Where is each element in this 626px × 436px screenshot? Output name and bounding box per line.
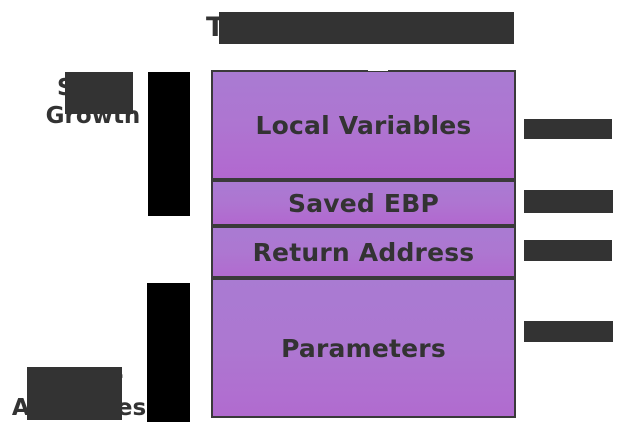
stack-frame: Local Variables Saved EBP Return Address… [211, 70, 516, 418]
title-redaction-bar [219, 12, 514, 44]
stack-block-saved-ebp[interactable]: Saved EBP [211, 180, 516, 226]
higher-addresses-arrow-redaction [147, 283, 190, 422]
stack-block-label: Return Address [252, 237, 475, 267]
stack-growth-arrow-redaction [148, 72, 190, 216]
stack-block-return-address[interactable]: Return Address [211, 226, 516, 278]
stack-block-label: Saved EBP [288, 188, 439, 218]
stack-growth-redaction-bar [65, 72, 133, 114]
frame-top-notch [368, 68, 388, 71]
stack-block-parameters[interactable]: Parameters [211, 278, 516, 418]
stack-block-local-variables[interactable]: Local Variables [211, 70, 516, 180]
right-note-4-redaction-bar [524, 321, 613, 342]
stack-block-label: Local Variables [255, 110, 472, 140]
right-note-2-redaction-bar [524, 190, 613, 213]
right-note-3-redaction-bar [524, 240, 612, 261]
right-note-1-redaction-bar [524, 119, 612, 139]
higher-addresses-redaction-bar [27, 367, 122, 420]
stack-block-label: Parameters [281, 333, 446, 363]
